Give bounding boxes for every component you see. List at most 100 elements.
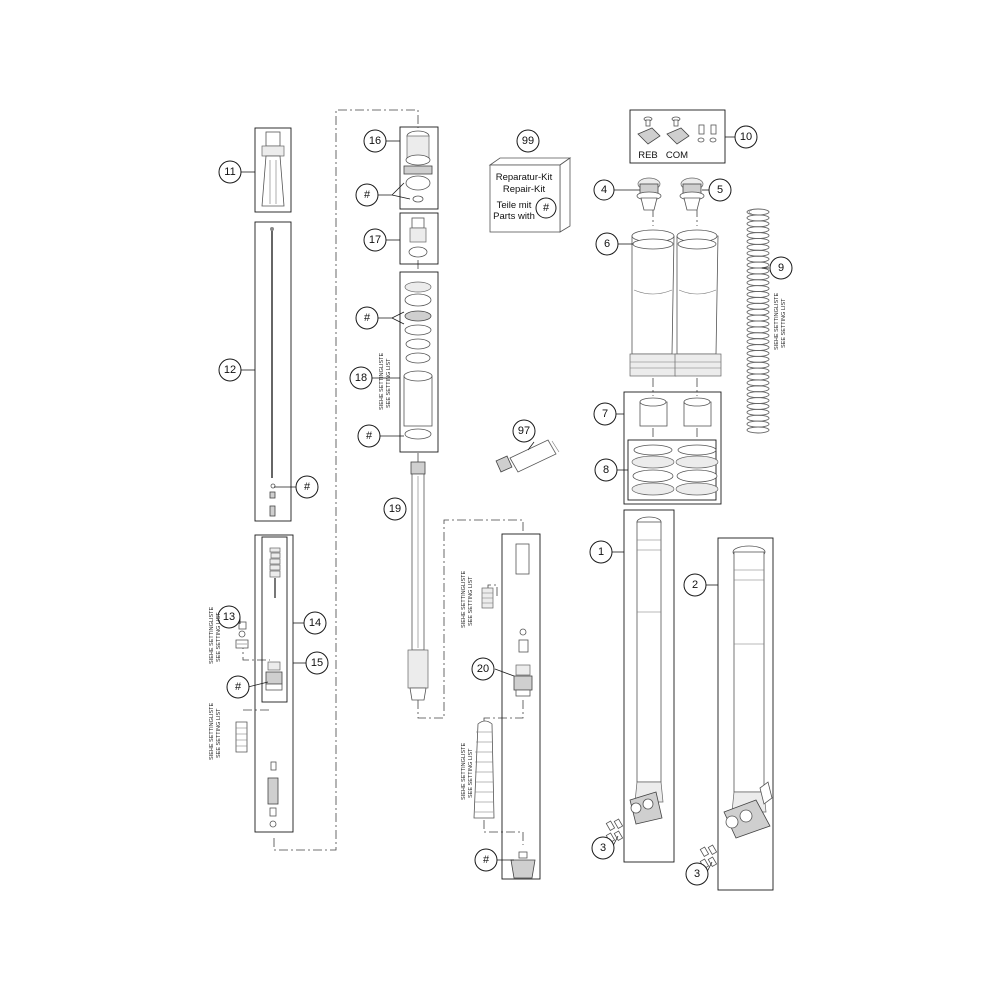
spring-coil [746,249,770,257]
spring-coil [746,273,770,281]
repair-kit-line4: Parts with [493,211,535,222]
spring-coil [746,414,770,422]
callout-4: 4 [593,179,615,201]
setting-note-9-line2: SEE SETTING LIST [781,298,787,348]
spring-coil [746,296,770,304]
callout-3a: 3 [591,836,615,860]
item-12-piston-rod [254,221,292,522]
spring-coil [746,285,770,293]
callout-1: 1 [589,540,613,564]
spring-coil [746,344,770,351]
spring-coil [746,291,770,298]
item-16-top-cap [399,126,439,210]
spring-coil [746,208,770,216]
setting-note-15: SIEHE SETTINGLISTE SEE SETTING LIST [209,703,222,760]
repair-kit-hash-circle [535,197,557,219]
callout-6-label: 6 [604,238,610,250]
callout-2: 2 [683,573,707,597]
repair-kit-line1: Reparatur-Kit [496,172,553,183]
callout-hash-12-label: # [304,481,311,493]
callout-99-label: 99 [522,135,534,147]
callout-9: 9 [769,256,793,280]
callout-20-label: 20 [477,663,489,675]
callout-14: 14 [303,611,327,635]
spring-coil [746,214,770,222]
callout-13: 13 [217,605,241,629]
callout-19: 19 [383,497,407,521]
item-11-cap-tool [254,127,292,213]
spring-coil [746,243,770,251]
spring-coil [746,391,770,399]
spring-coil [746,232,770,240]
setting-note-20a-line1: SIEHE SETTINGLISTE [461,571,467,628]
repair-kit-line3: Teile mit [497,200,532,211]
callout-15-label: 15 [311,657,323,669]
callout-12: 12 [218,358,242,382]
callout-8: 8 [594,458,618,482]
callout-97: 97 [512,419,536,443]
item-6-inner-tubes [629,229,722,377]
spring-coil [746,397,770,404]
items-7-8-bushings-seals [623,391,722,505]
callout-hash-16: # [355,183,379,207]
callout-15: 15 [305,651,329,675]
item-1-outer-tube [605,509,675,863]
spring-coil [746,314,770,322]
item-19-cartridge-tube [407,461,429,701]
leader-lines [239,136,769,875]
callout-hash-12: # [295,475,319,499]
setting-note-20b: SIEHE SETTINGLISTE SEE SETTING LIST [461,743,474,800]
spring-coil [746,426,770,434]
spring-coil [746,255,770,263]
setting-note-20b-line2: SEE SETTING LIST [468,748,474,798]
callout-10-label: 10 [740,131,752,143]
spring-coil [746,349,770,357]
item-20-compression-valve [473,533,541,880]
spring-coil [746,361,770,369]
assembly-connector-lines [242,109,698,851]
com-label: COM [666,150,688,161]
callout-14-label: 14 [309,617,321,629]
repair-kit-line2: Repair-Kit [503,184,546,195]
callout-3a-label: 3 [600,842,606,854]
callout-1-label: 1 [598,546,604,558]
spring-coil [746,308,770,316]
callout-11: 11 [218,160,242,184]
callout-4-label: 4 [601,184,607,196]
setting-note-15-line2: SEE SETTING LIST [216,708,222,758]
callout-5-label: 5 [717,184,723,196]
callout-97-label: 97 [518,425,530,437]
callout-hash-18a-label: # [364,312,371,324]
spring-coil [746,332,770,340]
callout-12-label: 12 [224,364,236,376]
callout-13-label: 13 [223,611,235,623]
spring-coil [746,367,770,375]
callout-hash-15-label: # [235,681,242,693]
item-99-repair-kit-box [488,157,572,233]
spring-coil [746,267,770,275]
spring-coil [746,402,770,410]
callout-hash-15: # [226,675,250,699]
callout-hash-18b-label: # [366,430,373,442]
callout-hash-18a: # [355,306,379,330]
callout-19-label: 19 [389,503,401,515]
spring-coil [746,373,770,381]
setting-note-13: SIEHE SETTINGLISTE SEE SETTING LIST [209,607,222,664]
setting-note-18-line1: SIEHE SETTINGLISTE [379,353,385,410]
callout-hash-18b: # [357,424,381,448]
callout-16: 16 [363,129,387,153]
callout-3b-label: 3 [694,868,700,880]
setting-note-13-line1: SIEHE SETTINGLISTE [209,607,215,664]
callout-9-label: 9 [778,262,784,274]
callout-7: 7 [593,402,617,426]
callout-hash-20: # [474,848,498,872]
setting-note-9: SIEHE SETTINGLISTE SEE SETTING LIST [774,293,787,350]
spring-coil [746,238,770,245]
setting-note-13-line2: SEE SETTING LIST [216,612,222,662]
item-14-15-damping-assembly [235,534,294,833]
callout-3b: 3 [685,862,709,886]
spring-coil [746,338,770,346]
spring-coil [746,302,770,310]
setting-note-15-line1: SIEHE SETTINGLISTE [209,703,215,760]
